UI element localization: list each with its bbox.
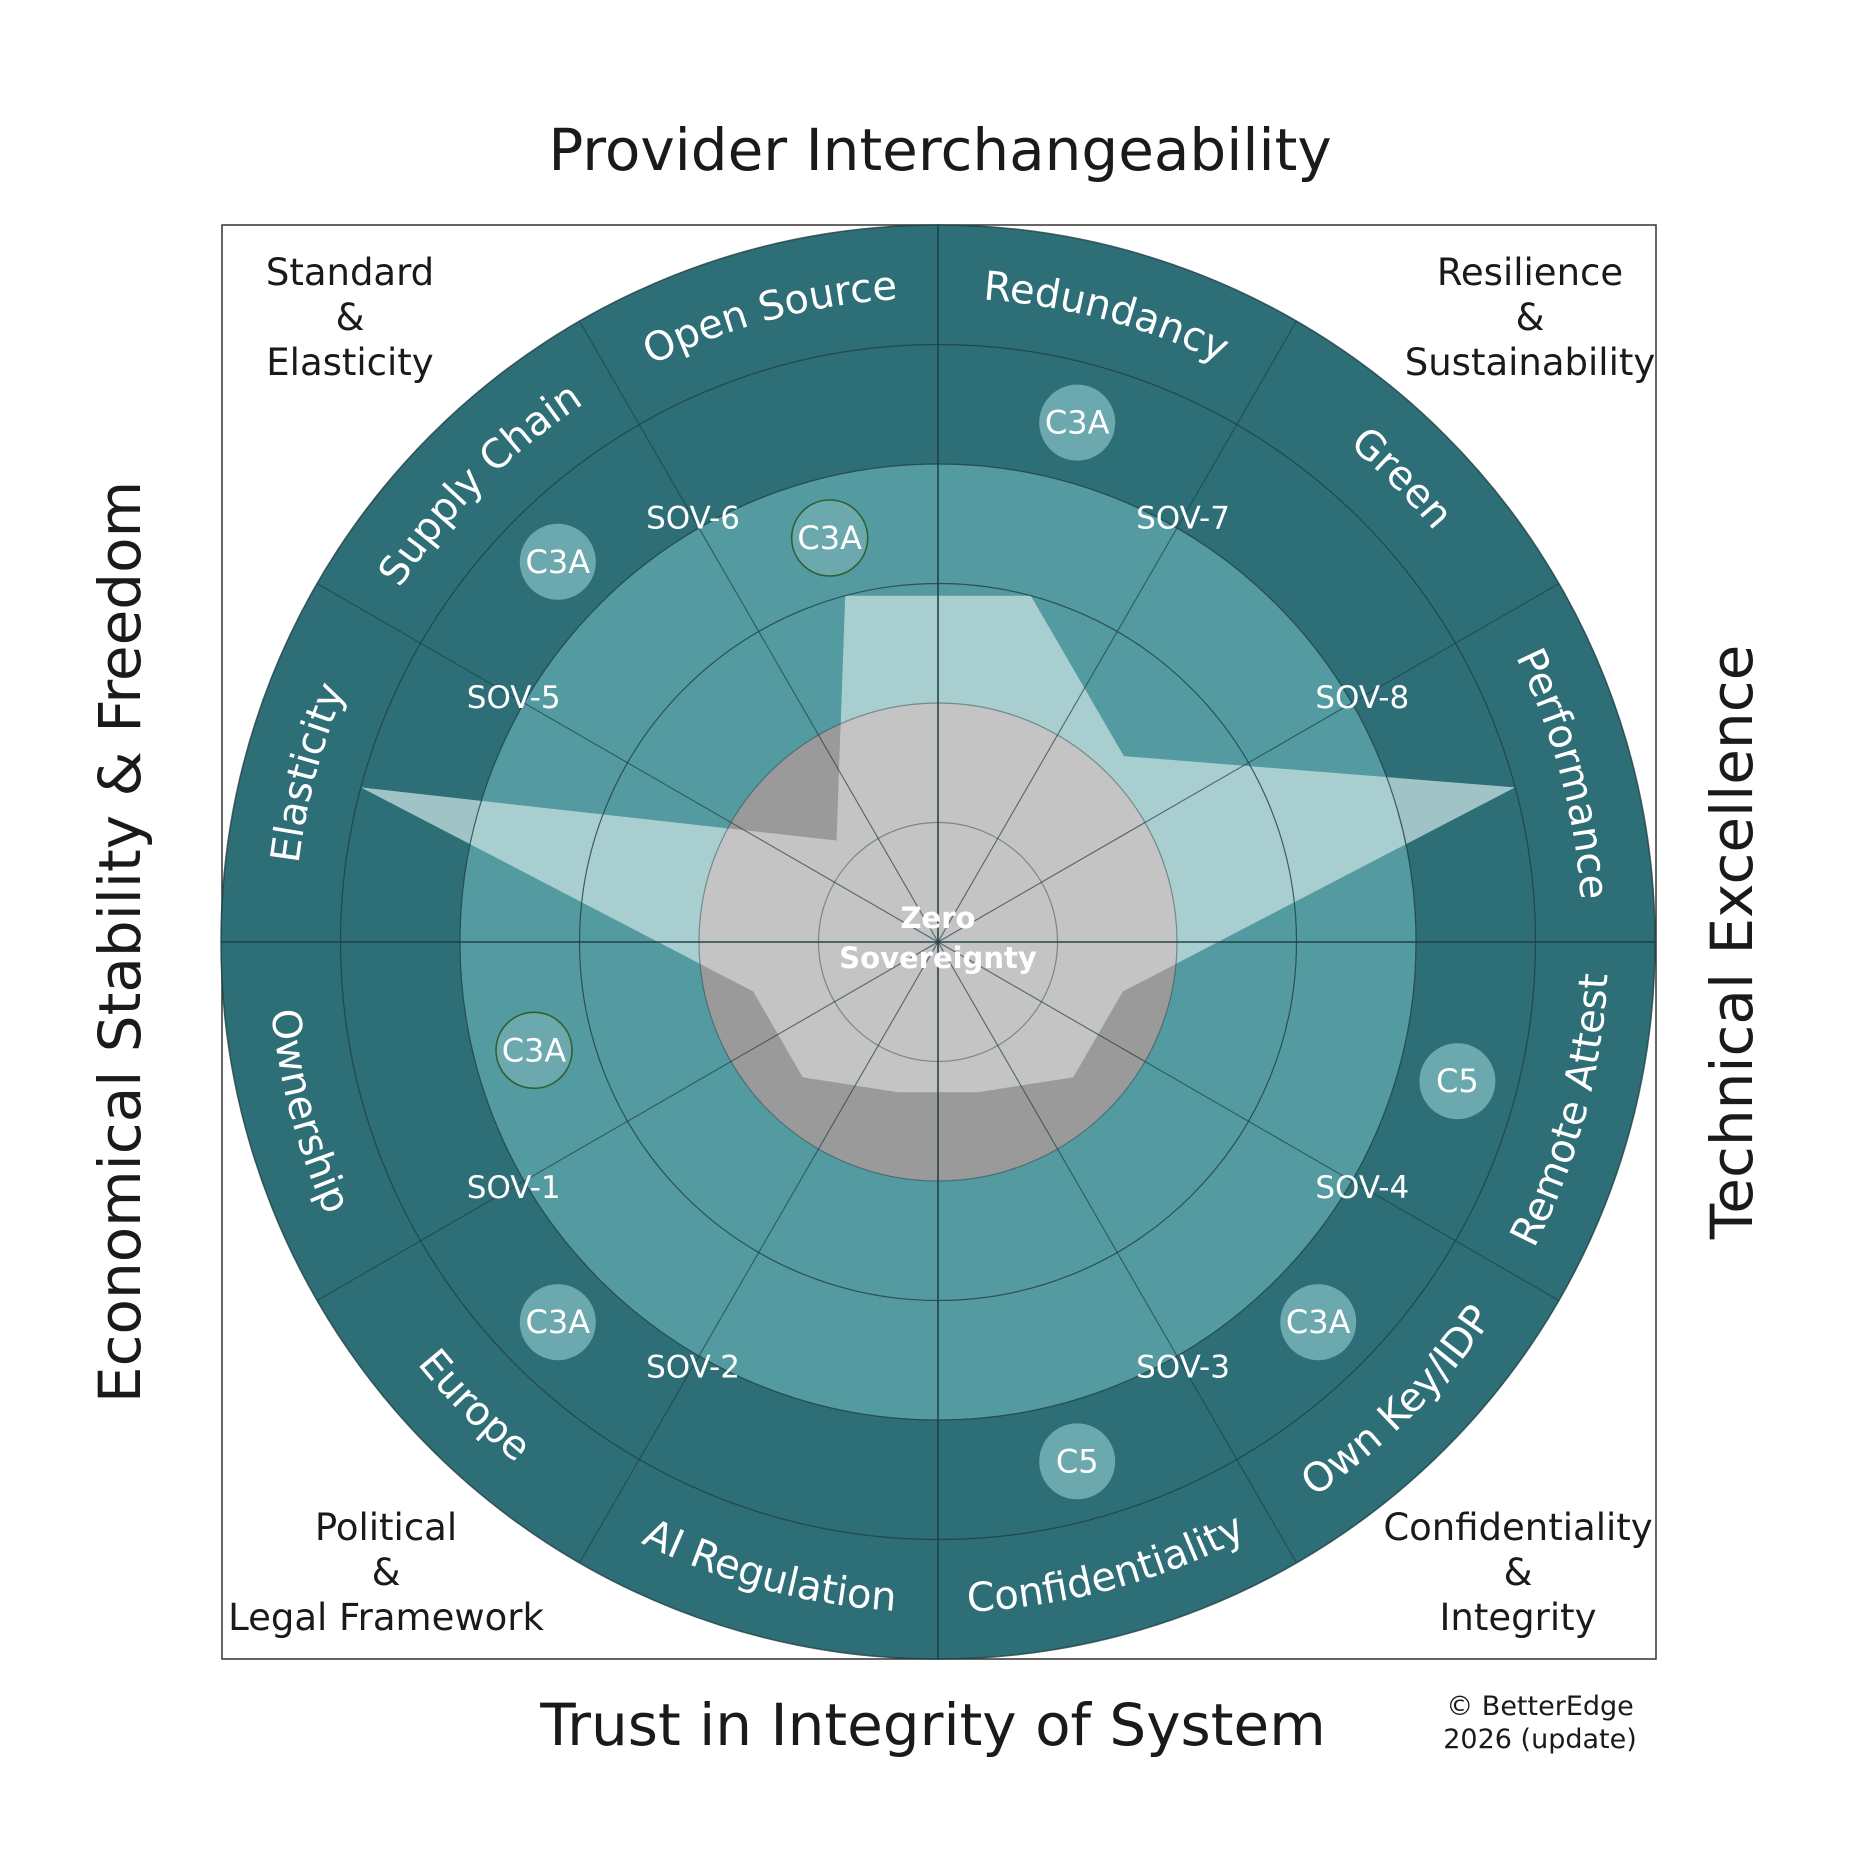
badge-circle-confidentiality xyxy=(1039,1423,1116,1500)
grid-layer xyxy=(220,224,1656,1660)
left-title: Economical Stability & Freedom xyxy=(86,481,154,1403)
badge-circle-own-key-idp xyxy=(1280,1284,1357,1361)
sov-label-sov-8: SOV-8 xyxy=(1315,680,1409,716)
badge-label-confidentiality: C5 xyxy=(1056,1442,1099,1480)
grid-spoke-2 xyxy=(937,583,1560,943)
grid-spoke-7 xyxy=(579,941,939,1564)
grid-spoke-4 xyxy=(937,941,1560,1301)
sov-label-sov-3: SOV-3 xyxy=(1136,1349,1230,1385)
right-title: Technical Excellence xyxy=(1698,645,1766,1241)
center-label: Zero Sovereignty xyxy=(839,901,1037,975)
sov-label-sov-1: SOV-1 xyxy=(467,1170,561,1206)
corner-bottom-left-line2: & xyxy=(372,1551,401,1594)
badge-circle-ownership xyxy=(495,1011,573,1090)
badge-circle-open-source xyxy=(790,499,869,577)
sov-label-sov-5: SOV-5 xyxy=(467,680,561,716)
badge-label-europe: C3A xyxy=(526,1303,591,1341)
top-title: Provider Interchangeability xyxy=(548,116,1331,184)
corner-top-right-line2: & xyxy=(1516,296,1545,339)
corner-bottom-right-line3: Integrity xyxy=(1439,1596,1596,1639)
corner-top-left-line3: Elasticity xyxy=(266,341,433,384)
badge-circle-supply-chain xyxy=(519,523,596,600)
corner-top-left-line1: Standard xyxy=(266,251,434,294)
grid-spoke-5 xyxy=(937,941,1297,1564)
badge-label-open-source: C3A xyxy=(797,519,862,557)
sov-label-sov-2: SOV-2 xyxy=(646,1349,740,1385)
badge-label-remote-attest: C5 xyxy=(1436,1062,1479,1100)
corner-bottom-left-line1: Political xyxy=(315,1506,457,1549)
corner-top-right-line1: Resilience xyxy=(1437,251,1623,294)
badge-label-redundancy: C3A xyxy=(1045,404,1110,442)
badge-label-own-key-idp: C3A xyxy=(1286,1303,1351,1341)
grid-spoke-10 xyxy=(316,583,939,943)
grid-spoke-11 xyxy=(579,320,939,943)
sov-label-sov-6: SOV-6 xyxy=(646,501,740,537)
corner-top-left-line2: & xyxy=(336,296,365,339)
badge-label-supply-chain: C3A xyxy=(526,543,591,581)
corner-top-right-line3: Sustainability xyxy=(1405,341,1656,384)
center-label-line2: Sovereignty xyxy=(839,941,1037,975)
center-label-line1: Zero xyxy=(901,901,976,935)
sov-label-sov-4: SOV-4 xyxy=(1315,1170,1409,1206)
corner-bottom-right-line2: & xyxy=(1504,1551,1533,1594)
badge-circle-europe xyxy=(519,1284,596,1361)
grid-spoke-8 xyxy=(316,941,939,1301)
badge-circle-redundancy xyxy=(1039,384,1116,461)
sov-label-sov-7: SOV-7 xyxy=(1136,501,1230,537)
badge-label-ownership: C3A xyxy=(502,1031,567,1069)
corner-bottom-left-line3: Legal Framework xyxy=(228,1596,544,1639)
grid-spoke-1 xyxy=(937,320,1297,943)
badge-circle-remote-attest xyxy=(1419,1043,1496,1120)
bottom-title: Trust in Integrity of System xyxy=(539,1691,1325,1759)
corner-bottom-right-line1: Confidentiality xyxy=(1383,1506,1652,1549)
copyright-line1: © BetterEdge xyxy=(1446,1691,1634,1722)
copyright-line2: 2026 (update) xyxy=(1443,1724,1637,1755)
